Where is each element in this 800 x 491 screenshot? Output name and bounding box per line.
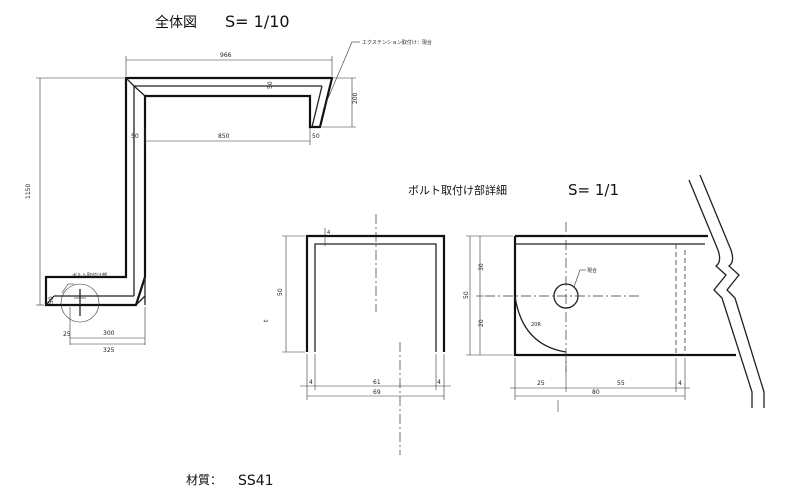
bracket-end-inner bbox=[311, 85, 323, 128]
front-left-gap: 4 bbox=[309, 379, 313, 386]
side-width-55: 55 bbox=[617, 380, 625, 387]
break-line-member bbox=[688, 174, 765, 408]
front-t-val: 4 bbox=[327, 230, 330, 236]
dim-label-1150: 1150 bbox=[25, 184, 32, 199]
bracket-foot-end bbox=[135, 277, 146, 306]
front-inner bbox=[314, 243, 437, 352]
front-right-gap: 4 bbox=[437, 379, 441, 386]
break-line-left bbox=[688, 179, 753, 408]
side-left-bottom bbox=[513, 236, 736, 357]
overall-view-scale: S= 1/10 bbox=[225, 12, 290, 31]
dim-end-drop: 200 bbox=[322, 77, 359, 128]
dim-label-966: 966 bbox=[220, 52, 232, 59]
bracket-corner-top-left bbox=[125, 77, 135, 87]
dim-label-325: 325 bbox=[103, 347, 115, 354]
bolt-note-text: ボルト取付け部 bbox=[72, 272, 107, 279]
dim-label-50-right: 50 bbox=[312, 133, 320, 140]
detail-side-view: 20R 現合 50 30 20 25 55 4 80 bbox=[463, 222, 736, 412]
dim-label-50-foot: 50 bbox=[48, 296, 55, 304]
detail-view-scale: S= 1/1 bbox=[568, 181, 619, 199]
extension-note-text: エクステンション取付け：現合 bbox=[362, 39, 432, 46]
bracket-outline bbox=[44, 76, 334, 307]
overall-view-title: 全体図 bbox=[155, 14, 197, 31]
break-line-right bbox=[699, 174, 765, 408]
side-width-total: 80 bbox=[592, 389, 600, 396]
dim-label-50-left: 50 bbox=[131, 133, 139, 140]
bolt-mount-callout: ボルト取付け部 bbox=[60, 272, 107, 323]
overall-bracket bbox=[44, 76, 334, 307]
side-radius-label: 20R bbox=[531, 322, 541, 328]
front-inner-width: 61 bbox=[373, 379, 381, 386]
side-hole-note: 現合 bbox=[587, 267, 597, 274]
side-width-25: 25 bbox=[537, 380, 545, 387]
front-overall-width: 69 bbox=[373, 389, 381, 396]
side-radius-arc bbox=[514, 295, 567, 353]
dim-label-300: 300 bbox=[103, 330, 115, 337]
material-label: 材質： bbox=[186, 472, 222, 487]
dim-label-850: 850 bbox=[218, 133, 230, 140]
front-height: 50 bbox=[277, 288, 284, 296]
dim-top-width: 966 bbox=[125, 52, 333, 76]
bracket-corner-inner bbox=[133, 85, 146, 97]
side-height-bottom: 20 bbox=[478, 319, 485, 327]
front-t-label: t bbox=[263, 319, 270, 322]
dim-height: 1150 bbox=[25, 77, 124, 306]
dim-inner-span: 850 50 50 bbox=[131, 128, 320, 145]
extension-note-leader: エクステンション取付け：現合 bbox=[322, 39, 432, 111]
front-outer bbox=[305, 234, 446, 352]
detail-view-title: ボルト取付け部詳細 bbox=[408, 183, 507, 197]
dim-bottom: 25 300 325 bbox=[63, 307, 146, 354]
side-height-top: 30 bbox=[478, 263, 485, 271]
material-value: SS41 bbox=[238, 473, 274, 489]
bracket-foot-corner bbox=[45, 295, 55, 306]
side-width-4: 4 bbox=[678, 380, 682, 387]
dim-label-25: 25 bbox=[63, 331, 71, 338]
dim-label-50-top: 50 bbox=[267, 81, 274, 89]
detail-front-view: 4 t 50 4 61 4 69 bbox=[263, 214, 451, 455]
dim-label-200: 200 bbox=[352, 92, 359, 104]
side-height-total: 50 bbox=[463, 291, 470, 299]
